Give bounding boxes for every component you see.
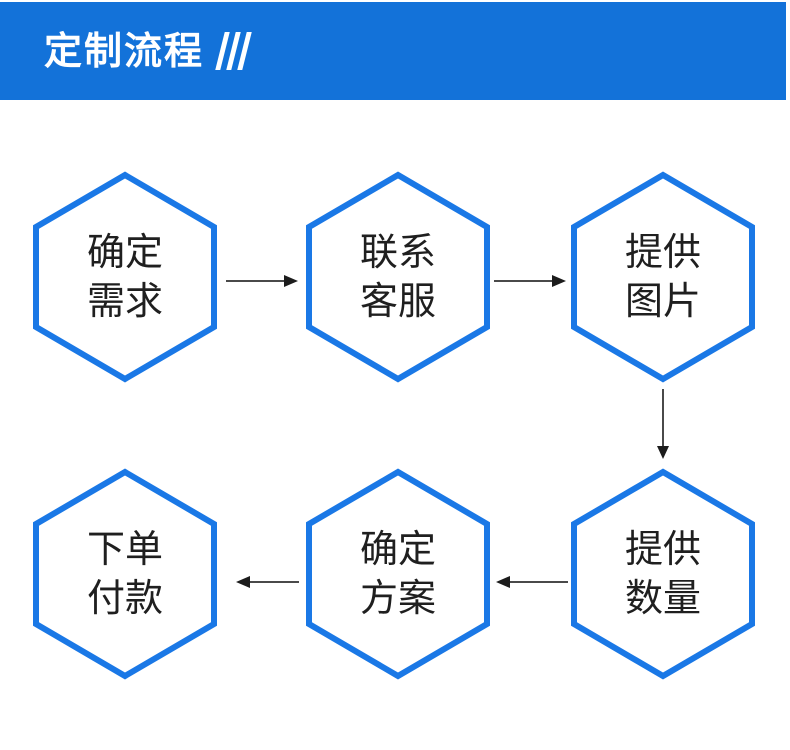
page-title: 定制流程: [44, 29, 205, 73]
arrow-head: [236, 576, 250, 588]
hexagon-shape: [306, 468, 490, 680]
step-label-line: 提供: [624, 230, 701, 274]
hexagon-shape: [306, 171, 490, 383]
step-label-line: 付款: [86, 576, 163, 620]
hexagon-outline: [306, 171, 490, 383]
flow-step-provide-images: 提供 图片: [570, 171, 756, 383]
step-label-line: 图片: [624, 279, 701, 323]
hexagon-shape: [33, 468, 217, 680]
hexagon-outline: [306, 468, 490, 680]
step-label-line: 需求: [86, 279, 163, 323]
step-label: 联系 客服: [305, 171, 491, 383]
hexagon-outline: [33, 171, 217, 383]
flow-step-confirm-plan: 确定 方案: [305, 468, 491, 680]
flow-step-place-order-payment: 下单 付款: [32, 468, 218, 680]
step-label-line: 方案: [359, 576, 436, 620]
step-label-line: 下单: [86, 527, 163, 571]
header-title-row: 定制流程: [0, 32, 253, 70]
arrow-left-icon: [236, 575, 299, 589]
flow-step-provide-quantity: 提供 数量: [570, 468, 756, 680]
step-label: 确定 方案: [305, 468, 491, 680]
step-label-line: 联系: [359, 230, 436, 274]
step-label: 下单 付款: [32, 468, 218, 680]
arrow-left-icon: [496, 575, 568, 589]
title-decor-slashes-icon: [215, 32, 257, 70]
arrow-shaft: [494, 280, 553, 282]
flow-step-confirm-requirements: 确定 需求: [32, 171, 218, 383]
arrow-down-icon: [656, 389, 670, 459]
hexagon-outline: [33, 468, 217, 680]
arrow-head: [552, 275, 566, 287]
hexagon-shape: [33, 171, 217, 383]
arrow-shaft: [509, 581, 568, 583]
hexagon-shape: [571, 468, 755, 680]
arrow-head: [496, 576, 510, 588]
step-label-line: 确定: [86, 230, 163, 274]
hexagon-shape: [571, 171, 755, 383]
step-label: 提供 数量: [570, 468, 756, 680]
arrow-right-icon: [226, 274, 298, 288]
step-label-line: 确定: [359, 527, 436, 571]
section-header-banner: 定制流程: [0, 2, 786, 100]
step-label-line: 数量: [624, 576, 701, 620]
hexagon-outline: [571, 468, 755, 680]
arrow-head: [657, 446, 669, 459]
arrow-head: [284, 275, 298, 287]
step-label-line: 提供: [624, 527, 701, 571]
flow-step-contact-support: 联系 客服: [305, 171, 491, 383]
arrow-shaft: [662, 389, 664, 447]
arrow-shaft: [249, 581, 299, 583]
step-label: 确定 需求: [32, 171, 218, 383]
arrow-right-icon: [494, 274, 566, 288]
step-label: 提供 图片: [570, 171, 756, 383]
step-label-line: 客服: [359, 279, 436, 323]
arrow-shaft: [226, 280, 285, 282]
hexagon-outline: [571, 171, 755, 383]
